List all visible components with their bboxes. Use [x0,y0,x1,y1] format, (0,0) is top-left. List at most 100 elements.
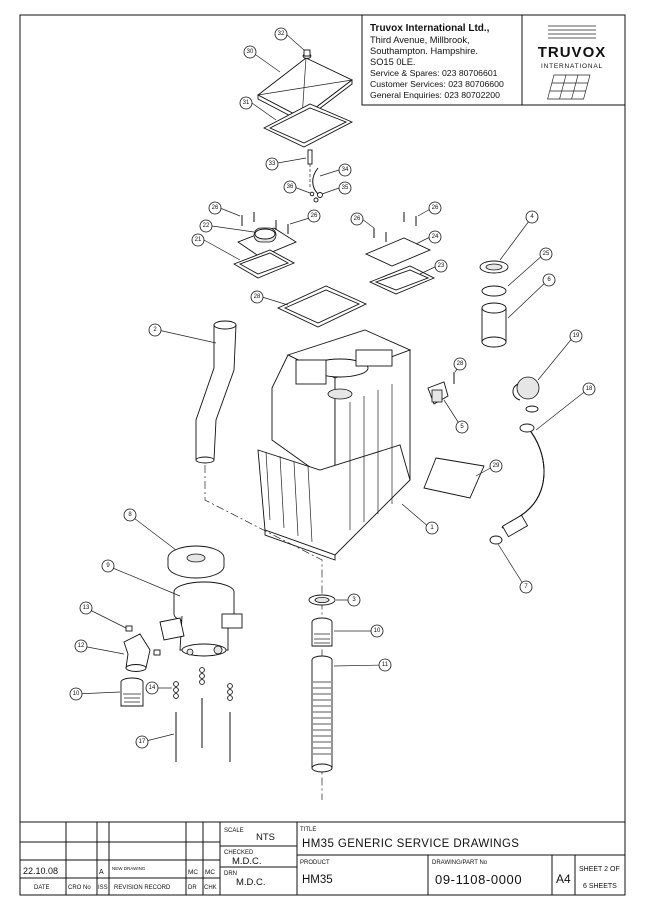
product-value: HM35 [302,874,333,886]
svg-text:34: 34 [342,167,349,173]
company-name: Truvox International Ltd., [370,23,490,34]
assembly-centre-line [204,465,323,800]
drn-value: M.D.C. [236,877,266,888]
hose-part-18 [489,423,545,545]
sheet-line-2: 6 SHEETS [583,883,617,890]
callout-18: 18 [582,382,596,396]
hose-part-34 [309,167,323,203]
callout-3: 3 [347,593,361,607]
callout-35: 35 [338,181,352,195]
drawing-border [19,14,626,896]
callout-23: 23 [434,259,448,273]
callout-10: 10 [370,624,384,638]
header-iss: ISS [98,885,108,891]
callout-1: 1 [425,521,439,535]
callout-26: 26 [307,209,321,223]
header-chk: CHK [204,885,217,891]
drawing-title: HM35 GENERIC SERVICE DRAWINGS [302,838,519,850]
washers-part-14 [173,667,233,701]
svg-text:8: 8 [128,512,132,518]
svg-text:29: 29 [493,463,500,469]
svg-text:26: 26 [212,205,219,211]
svg-text:17: 17 [139,739,146,745]
contact-line: Service & Spares: 023 80706601 [370,68,498,78]
callout-11: 11 [378,658,392,672]
drn-label: DRN [224,871,237,877]
svg-text:36: 36 [287,184,294,190]
contact-line: General Enquiries: 023 80702200 [370,90,500,100]
svg-text:9: 9 [106,563,110,569]
svg-text:5: 5 [460,424,464,430]
logo-text: TRUVOX [538,44,607,61]
svg-text:26: 26 [311,213,318,219]
logo-subtext: INTERNATIONAL [541,63,603,70]
callout-28: 28 [250,290,264,304]
callout-7: 7 [519,580,533,594]
plug-part-19 [512,376,540,413]
inlet-tube-part-2 [195,320,237,464]
exploded-parts-view: 32 30 31 33 34 35 36 26 26 22 21 26 26 2… [69,27,596,800]
svg-text:32: 32 [278,31,285,37]
drain-connector-part-10 [311,617,333,647]
callout-26: 26 [208,201,222,215]
callout-2: 2 [148,323,162,337]
svg-text:13: 13 [83,605,90,611]
lid-seal-part-31 [262,103,354,148]
filter-sheet-part-29 [423,457,485,499]
svg-text:14: 14 [149,685,156,691]
company-address-line: Third Avenue, Millbrook, [370,35,470,45]
svg-text:24: 24 [432,234,439,240]
scale-label: SCALE [224,828,244,834]
callout-12: 12 [74,639,88,653]
svg-text:33: 33 [269,161,276,167]
checked-value: M.D.C. [232,856,262,867]
svg-text:3: 3 [352,597,356,603]
callout-8: 8 [123,508,137,522]
main-tank-part-1 [257,329,412,561]
contact-line: Customer Services: 023 80706600 [370,79,504,89]
callout-19: 19 [569,329,583,343]
revision-record: NEW DRAWING [112,866,146,871]
callout-13: 13 [79,601,93,615]
svg-text:4: 4 [530,214,534,220]
company-address-line: SO15 0LE. [370,57,415,67]
callout-26: 26 [428,201,442,215]
callout-29: 29 [489,459,503,473]
float-pin-part-33 [307,149,313,188]
callout-14: 14 [145,681,159,695]
svg-text:31: 31 [243,100,250,106]
svg-text:28: 28 [254,294,261,300]
leader-lines [75,33,589,743]
elbow-part-12 [123,625,161,672]
part-number-value: 09-1108-0000 [435,872,522,887]
title-label: TITLE [300,827,316,833]
callout-30: 30 [243,45,257,59]
callout-26: 26 [350,212,364,226]
motor-part-9 [159,581,243,657]
svg-text:26: 26 [354,216,361,222]
svg-text:25: 25 [543,251,550,257]
callout-10: 10 [69,687,83,701]
callout-36: 36 [283,180,297,194]
revision-checked-by: MC [205,869,215,876]
cap-part-4 [479,260,509,348]
header-date: DATE [34,885,50,891]
part-callouts: 32 30 31 33 34 35 36 26 26 22 21 26 26 2… [69,27,596,749]
svg-text:19: 19 [573,333,580,339]
callout-20: 28 [453,357,467,371]
svg-text:12: 12 [78,643,85,649]
drain-ring-part-3 [308,594,336,606]
revision-drawn-by: MC [188,869,198,876]
svg-text:35: 35 [342,185,349,191]
truvox-logo: TRUVOX INTERNATIONAL [538,25,607,100]
company-address-line: Southampton. Hampshire. [370,46,478,56]
filter-housing-part-22 [232,212,297,279]
connector-part-10 [120,677,144,707]
part-number-label: DRAWING/PART No [432,860,488,866]
callout-9: 9 [101,559,115,573]
callout-31: 31 [239,96,253,110]
callout-4: 4 [525,210,539,224]
svg-text:18: 18 [586,386,593,392]
title-block: SCALE NTS TITLE HM35 GENERIC SERVICE DRA… [20,821,625,895]
